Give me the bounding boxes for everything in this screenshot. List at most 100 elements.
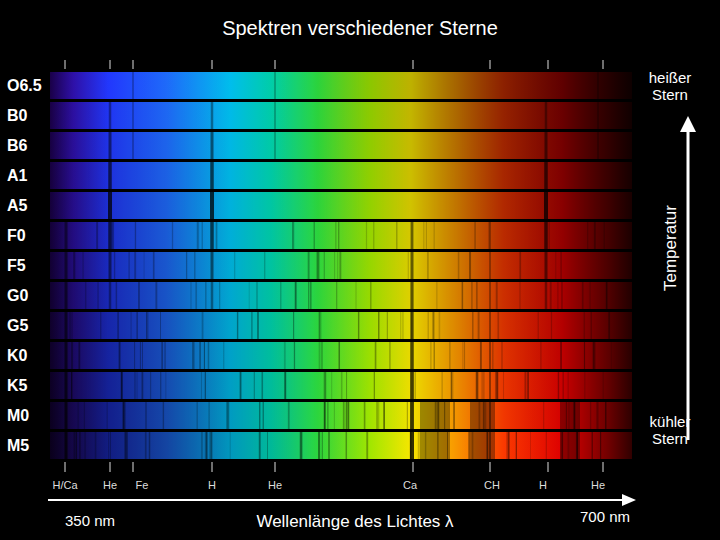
absorption-line bbox=[201, 312, 203, 339]
absorption-line bbox=[555, 252, 556, 279]
absorption-line bbox=[79, 432, 80, 459]
absorption-line bbox=[558, 372, 559, 399]
absorption-line bbox=[530, 432, 532, 459]
absorption-line bbox=[410, 402, 414, 429]
absorption-line bbox=[470, 432, 495, 459]
absorption-line bbox=[550, 282, 552, 309]
absorption-line bbox=[223, 342, 225, 369]
class-label: K0 bbox=[7, 346, 27, 364]
absorption-line bbox=[310, 282, 312, 309]
absorption-line bbox=[251, 312, 252, 339]
absorption-line bbox=[603, 372, 604, 399]
absorption-line bbox=[441, 372, 443, 399]
absorption-line bbox=[477, 372, 479, 399]
absorption-line bbox=[411, 222, 414, 249]
spectrum-band bbox=[50, 372, 632, 399]
tick bbox=[133, 60, 134, 69]
absorption-line bbox=[264, 252, 266, 279]
absorption-line bbox=[142, 372, 144, 399]
absorption-line bbox=[314, 222, 315, 249]
absorption-line bbox=[192, 342, 193, 369]
absorption-line bbox=[407, 402, 408, 429]
absorption-line bbox=[600, 432, 601, 459]
spectrum-band bbox=[50, 162, 632, 189]
spectrum-band bbox=[50, 342, 632, 369]
element-label: Ca bbox=[403, 479, 417, 492]
absorption-line bbox=[366, 222, 367, 249]
spectrum-band bbox=[50, 312, 632, 339]
absorption-line bbox=[320, 312, 322, 339]
absorption-line bbox=[65, 372, 68, 399]
absorption-line bbox=[69, 312, 70, 339]
absorption-line bbox=[605, 402, 606, 429]
absorption-line bbox=[194, 252, 195, 279]
absorption-line bbox=[126, 432, 128, 459]
absorption-line bbox=[545, 102, 548, 129]
tick bbox=[275, 60, 276, 69]
spectrum-shade bbox=[50, 102, 632, 129]
absorption-line bbox=[130, 312, 131, 339]
title: Spektren verschiedener Sterne bbox=[222, 17, 498, 40]
temperature-arrow bbox=[687, 130, 690, 440]
absorption-line bbox=[345, 432, 347, 459]
absorption-line bbox=[557, 282, 559, 309]
absorption-line bbox=[520, 252, 521, 279]
absorption-line bbox=[400, 312, 401, 339]
absorption-line bbox=[428, 312, 429, 339]
absorption-line bbox=[164, 342, 166, 369]
tick bbox=[212, 60, 213, 69]
absorption-line bbox=[545, 252, 548, 279]
absorption-line bbox=[204, 342, 205, 369]
absorption-line bbox=[210, 192, 214, 219]
absorption-line bbox=[427, 252, 429, 279]
arrow-head bbox=[680, 116, 696, 132]
absorption-line bbox=[519, 282, 520, 309]
absorption-line bbox=[546, 432, 547, 459]
absorption-line bbox=[65, 402, 68, 429]
absorption-line bbox=[209, 432, 211, 459]
absorption-line bbox=[117, 312, 118, 339]
tick bbox=[212, 462, 213, 472]
element-label: Fe bbox=[136, 479, 149, 492]
absorption-line bbox=[396, 222, 397, 249]
absorption-line bbox=[402, 312, 403, 339]
absorption-line bbox=[308, 252, 310, 279]
absorption-line bbox=[596, 402, 598, 429]
absorption-line bbox=[476, 282, 478, 309]
absorption-line bbox=[497, 312, 499, 339]
spectrum-rows bbox=[50, 72, 632, 459]
absorption-line bbox=[544, 192, 548, 219]
absorption-line bbox=[108, 222, 112, 249]
absorption-line bbox=[230, 432, 231, 459]
absorption-line bbox=[205, 282, 206, 309]
absorption-line bbox=[186, 252, 187, 279]
absorption-line bbox=[488, 222, 489, 249]
absorption-line bbox=[410, 372, 414, 399]
absorption-line bbox=[524, 372, 526, 399]
absorption-line bbox=[202, 312, 204, 339]
absorption-line bbox=[136, 372, 138, 399]
axis-title: Temperatur bbox=[661, 205, 681, 291]
absorption-line bbox=[208, 402, 210, 429]
absorption-line bbox=[386, 312, 388, 339]
absorption-line bbox=[284, 342, 286, 369]
absorption-line bbox=[108, 432, 109, 459]
absorption-line bbox=[540, 342, 542, 369]
absorption-line bbox=[112, 222, 114, 249]
absorption-line bbox=[480, 342, 481, 369]
absorption-line bbox=[489, 342, 491, 369]
class-label: B0 bbox=[7, 106, 27, 124]
absorption-line bbox=[96, 222, 98, 249]
absorption-line bbox=[85, 282, 86, 309]
absorption-line bbox=[458, 252, 460, 279]
tick bbox=[65, 60, 66, 69]
spectrum-shade bbox=[50, 432, 632, 459]
absorption-line bbox=[77, 402, 79, 429]
absorption-line bbox=[543, 402, 544, 429]
absorption-line bbox=[95, 432, 97, 459]
absorption-line bbox=[469, 252, 470, 279]
absorption-line bbox=[478, 312, 480, 339]
absorption-line bbox=[560, 252, 561, 279]
absorption-line bbox=[496, 282, 498, 309]
absorption-line bbox=[300, 432, 302, 459]
